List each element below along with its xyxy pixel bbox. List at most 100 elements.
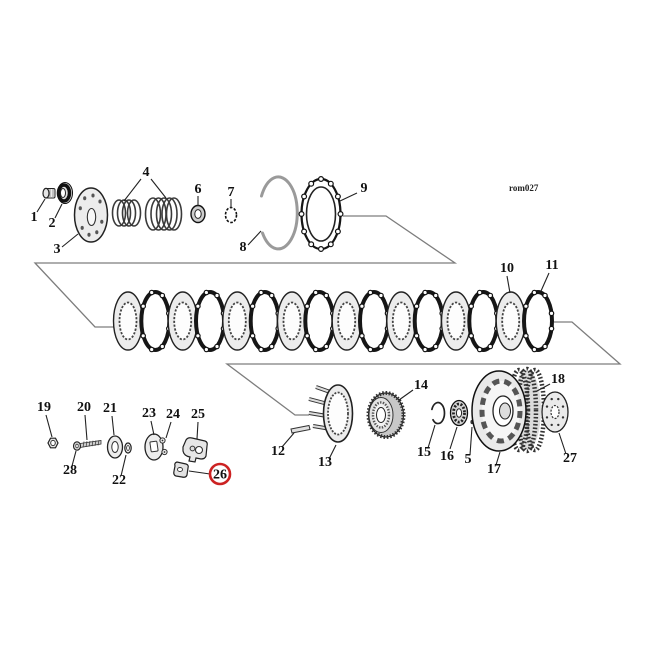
- callout-7: 7: [228, 185, 235, 208]
- steel-plate: [467, 288, 501, 354]
- callout-11-label: 11: [545, 258, 558, 273]
- part-23-releasing-disc: [144, 433, 168, 461]
- callout-10-label: 10: [500, 261, 514, 276]
- connector-top-band: [33, 215, 458, 328]
- part-26-lever-bracket: [173, 461, 189, 478]
- steel-plate: [303, 288, 337, 354]
- callout-1: 1: [31, 198, 46, 225]
- friction-plate: [495, 291, 527, 351]
- callout-26-label: 26: [213, 468, 227, 483]
- part-9-spring-plate: [298, 176, 344, 253]
- callout-10: 10: [500, 261, 514, 294]
- callout-6: 6: [195, 182, 202, 206]
- part-15-retaining-ring: [431, 401, 446, 425]
- part-22-washer-small: [124, 442, 132, 454]
- callout-15-label: 15: [417, 445, 431, 460]
- watermark-text: rom027: [509, 183, 539, 193]
- callout-26-highlighted: 26: [188, 462, 232, 486]
- part-13-clutch-hub: [308, 384, 354, 443]
- callout-23: 23: [142, 406, 156, 436]
- callout-27: 27: [558, 432, 577, 466]
- part-25-release-lever: [182, 437, 208, 463]
- callout-25-label: 25: [191, 407, 205, 422]
- callout-21-label: 21: [103, 401, 117, 416]
- steel-plate: [139, 288, 173, 354]
- callout-18: 18: [536, 372, 565, 392]
- callout-17-label: 17: [487, 462, 501, 477]
- steel-plate: [521, 288, 556, 354]
- friction-plate: [276, 291, 308, 351]
- part-27-sprocket-plate: [541, 391, 569, 433]
- callout-19-label: 19: [37, 400, 51, 415]
- steel-plate: [193, 288, 228, 354]
- callout-20: 20: [77, 400, 91, 441]
- connector-bottom-band: [225, 321, 622, 416]
- callout-19: 19: [37, 400, 53, 438]
- callout-14: 14: [398, 378, 428, 401]
- callout-23-label: 23: [142, 406, 156, 421]
- callout-9-label: 9: [361, 181, 368, 196]
- callout-12-label: 12: [271, 444, 285, 459]
- callout-13-label: 13: [318, 455, 332, 470]
- part-19-nut: [47, 437, 59, 449]
- part-16-bearing: [449, 399, 469, 427]
- part-17-18-clutch-drum-sprocket: [471, 366, 547, 454]
- callout-7-label: 7: [228, 185, 235, 200]
- callout-11: 11: [540, 258, 559, 292]
- callout-8: 8: [240, 230, 262, 255]
- callout-14-label: 14: [414, 378, 428, 393]
- callout-18-label: 18: [551, 372, 565, 387]
- callout-9: 9: [339, 181, 368, 202]
- callout-28: 28: [63, 450, 77, 478]
- callout-16: 16: [440, 426, 458, 464]
- steel-plate: [248, 288, 283, 354]
- friction-plate: [112, 291, 144, 351]
- steel-plate: [357, 288, 392, 354]
- callout-27-label: 27: [563, 451, 577, 466]
- part-3-bolt-holes: [78, 193, 104, 237]
- callout-21: 21: [103, 401, 117, 436]
- callout-28-label: 28: [63, 463, 77, 478]
- callout-22-label: 22: [112, 473, 126, 488]
- callout-2-label: 2: [49, 216, 56, 231]
- part-9-tabs: [298, 176, 344, 253]
- part-2-bearing: [56, 182, 73, 204]
- friction-plate: [385, 291, 417, 351]
- callout-1-label: 1: [31, 210, 38, 225]
- callout-4: 4: [123, 165, 167, 202]
- highlight-circle: [208, 462, 232, 486]
- callout-8-label: 8: [240, 240, 247, 255]
- part-27-rivet-holes: [545, 397, 565, 427]
- part-3-pressure-plate: [73, 187, 109, 243]
- part-8-snap-ring: [260, 175, 299, 251]
- callout-13: 13: [318, 444, 337, 470]
- callout-5: 5: [465, 426, 473, 467]
- callout-22: 22: [112, 454, 127, 488]
- part-12-key: [290, 424, 311, 434]
- callout-2: 2: [49, 203, 63, 231]
- part-1-adjusting-screw: [42, 187, 56, 199]
- part-6-spring-collar: [190, 204, 206, 224]
- callout-6-label: 6: [195, 182, 202, 197]
- part-21-washer: [106, 435, 124, 459]
- callout-17: 17: [487, 451, 501, 477]
- part-20-screw: [72, 440, 102, 451]
- callout-12: 12: [271, 432, 295, 459]
- friction-plate: [331, 291, 363, 351]
- part-7-lock-ring: [224, 206, 238, 224]
- callout-20-label: 20: [77, 400, 91, 415]
- friction-plate: [167, 291, 199, 351]
- clutch-plate-stack: [112, 288, 556, 354]
- callout-3: 3: [54, 233, 79, 257]
- callout-24: 24: [165, 407, 180, 439]
- callout-5-label: 5: [465, 452, 472, 467]
- friction-plate: [221, 291, 253, 351]
- part-4-springs: [111, 197, 183, 231]
- callout-25: 25: [191, 407, 205, 440]
- steel-plate: [412, 288, 447, 354]
- callout-3-label: 3: [54, 242, 61, 257]
- callout-15: 15: [417, 424, 436, 460]
- callout-16-label: 16: [440, 449, 454, 464]
